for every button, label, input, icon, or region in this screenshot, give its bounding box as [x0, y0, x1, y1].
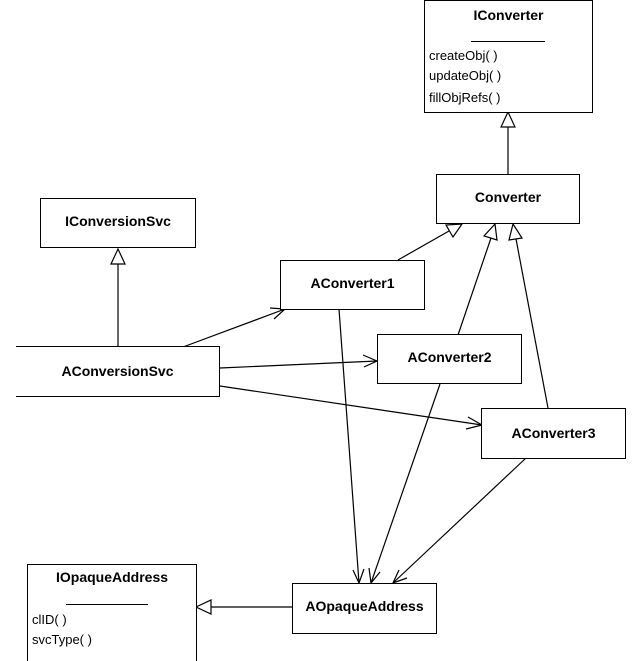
class-aconverter3-name: AConverter3 [511, 425, 596, 441]
class-converter-name: Converter [474, 189, 542, 205]
class-aopaqueaddress: AOpaqueAddress [292, 583, 437, 634]
inheritance-arrowhead [500, 110, 516, 128]
inheritance-arrowhead [110, 247, 126, 265]
operation-svctype: svcType( ) [32, 632, 92, 647]
class-iopaqueaddress: IOpaqueAddress clID( ) svcType( ) [27, 564, 197, 661]
class-aconversionsvc: AConversionSvc [16, 346, 220, 397]
edge-aconversionsvc-aconverter1 [182, 308, 286, 348]
association-arrowhead [368, 567, 381, 585]
class-aopaqueaddress-name: AOpaqueAddress [305, 598, 424, 614]
operation-createobj: createObj( ) [429, 48, 498, 63]
operations-separator [471, 41, 545, 42]
edge-aconversionsvc-aconverter3 [219, 385, 483, 426]
edge-aconversionsvc-aconverter2 [219, 360, 378, 369]
class-iconverter-name: IConverter [473, 7, 544, 23]
edge-aconverter3-converter [515, 238, 549, 409]
class-aconverter1: AConverter1 [280, 260, 425, 310]
class-iconversionsvc: IConversionSvc [40, 198, 196, 248]
class-iopaqueaddress-name: IOpaqueAddress [55, 569, 169, 585]
class-aconversionsvc-name: AConversionSvc [61, 363, 174, 379]
class-aconverter2: AConverter2 [377, 334, 522, 384]
inheritance-arrowhead [482, 222, 498, 241]
operation-fillobjrefs: fillObjRefs( ) [429, 90, 501, 105]
class-aconverter3: AConverter3 [481, 408, 626, 459]
class-aconverter1-name: AConverter1 [310, 275, 395, 291]
inheritance-arrowhead [444, 223, 464, 239]
edge-aconverter2-converter [457, 237, 492, 336]
operations-separator [66, 604, 148, 605]
class-iconversionsvc-name: IConversionSvc [65, 213, 171, 229]
operation-clid: clID( ) [32, 612, 67, 627]
operation-updateobj: updateObj( ) [429, 68, 502, 83]
class-converter: Converter [436, 174, 580, 224]
edge-aconverter1-aopaqueaddress [338, 308, 360, 584]
edge-aconverter2-aopaqueaddress [370, 383, 441, 584]
class-iconverter: IConverter createObj( ) updateObj( ) fil… [424, 0, 593, 113]
inheritance-arrowhead [194, 599, 212, 615]
class-aconverter2-name: AConverter2 [407, 349, 492, 365]
edge-aconverter3-aopaqueaddress [392, 457, 527, 584]
edge-aconverter1-converter [397, 230, 450, 261]
inheritance-arrowhead [508, 222, 524, 241]
